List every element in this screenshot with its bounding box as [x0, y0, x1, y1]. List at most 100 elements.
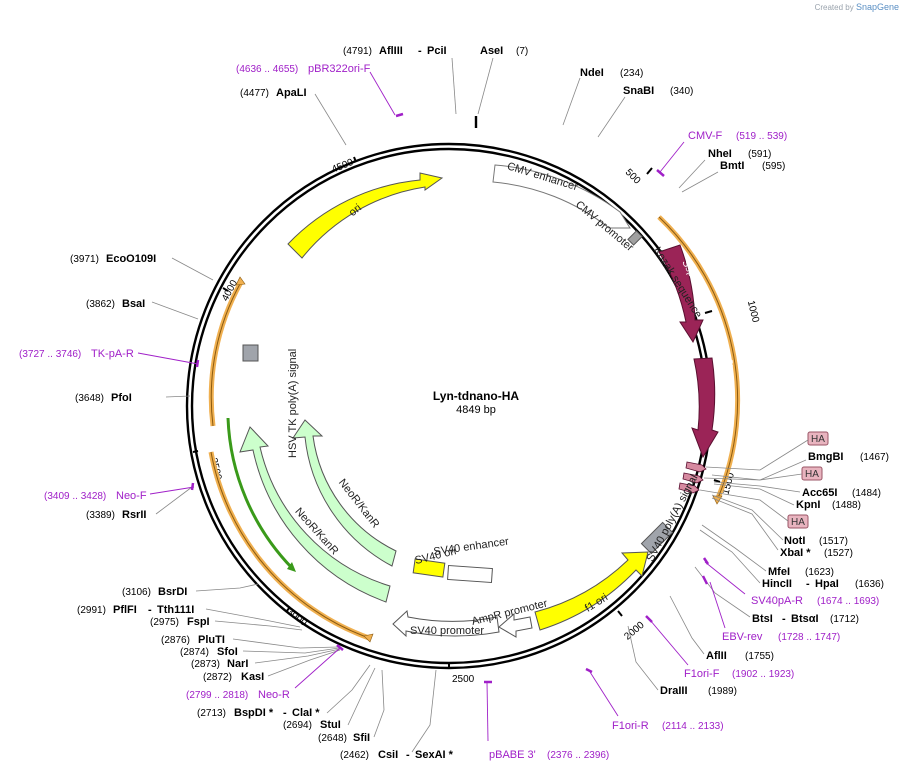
enzyme-snabi: SnaBI(340): [623, 85, 693, 97]
svg-text:HpaI: HpaI: [815, 578, 839, 590]
svg-text:BtsI: BtsI: [752, 613, 773, 625]
svg-text:(4636 .. 4655): (4636 .. 4655): [236, 64, 298, 75]
svg-text:NarI: NarI: [227, 658, 248, 670]
enzyme-acc65i: Acc65I(1484): [802, 487, 881, 499]
svg-text:(595): (595): [762, 161, 785, 172]
svg-text:BmtI: BmtI: [720, 160, 744, 172]
enzyme-pfoi: (3648)PfoI: [75, 392, 132, 404]
primer-f1ori-f: F1ori-F (1902 .. 1923): [684, 668, 794, 680]
primer-neo-r: (2799 .. 2818)Neo-R: [186, 689, 290, 701]
neo-orf-arrowhead: [363, 633, 374, 643]
enzyme-noti: NotI (1517): [784, 535, 848, 547]
svg-text:(1488): (1488): [832, 500, 861, 511]
ha-tag-label-3: HA: [787, 514, 809, 529]
enzyme-pluti: (2876)PluTI: [161, 634, 225, 646]
svg-text:2500: 2500: [452, 674, 475, 685]
enzyme-bsrdi: (3106)BsrDI: [122, 586, 187, 598]
ampr-promoter-arrow: [498, 612, 533, 638]
sspb-nano-label-2: SspB nano: [725, 359, 736, 408]
enzyme-bmti: BmtI (595): [720, 160, 785, 172]
svg-text:(1902 .. 1923): (1902 .. 1923): [732, 669, 794, 680]
svg-text:pBABE 3': pBABE 3': [489, 749, 536, 761]
enzyme-kpni: KpnI(1488): [796, 499, 861, 511]
svg-text:-: -: [406, 749, 410, 761]
svg-text:(4791): (4791): [343, 46, 372, 57]
tick-1000: 1000: [704, 299, 761, 324]
svg-text:F1ori-R: F1ori-R: [612, 720, 649, 732]
neo-green-arrowhead: [287, 562, 296, 572]
svg-text:CsiI: CsiI: [378, 749, 398, 761]
svg-text:TK-pA-R: TK-pA-R: [91, 348, 134, 360]
sv40-promoter-arrow: [392, 610, 500, 638]
svg-text:(7): (7): [516, 46, 528, 57]
primer-pbabe3: pBABE 3'(2376 .. 2396): [489, 749, 609, 761]
svg-text:ApaLI: ApaLI: [276, 87, 307, 99]
svg-text:BspDI *: BspDI *: [234, 707, 274, 719]
primer-tk-pa-r: (3727 .. 3746)TK-pA-R: [19, 348, 134, 360]
backbone-outer: [185, 142, 713, 670]
svg-text:BmgBI: BmgBI: [808, 451, 843, 463]
svg-text:PflFI: PflFI: [113, 604, 137, 616]
ori-arrow: [287, 172, 444, 259]
svg-text:(1467): (1467): [860, 452, 889, 463]
svg-text:(2462): (2462): [340, 750, 369, 761]
svg-text:(1712): (1712): [830, 614, 859, 625]
svg-text:PciI: PciI: [427, 45, 447, 57]
svg-text:(2876): (2876): [161, 635, 190, 646]
primer-pbr322ori-f: (4636 .. 4655)pBR322ori-F: [236, 63, 371, 75]
svg-text:SV40pA-R: SV40pA-R: [751, 595, 803, 607]
enzyme-bsai: (3862)BsaI: [86, 298, 145, 310]
svg-text:FspI: FspI: [187, 616, 210, 628]
svg-text:BsrDI: BsrDI: [158, 586, 187, 598]
svg-text:PfoI: PfoI: [111, 392, 132, 404]
ha-tag-label-2: HA: [801, 466, 823, 481]
svg-text:(3389): (3389): [86, 510, 115, 521]
neor-kanr-arrow-inner: [292, 419, 397, 567]
sspb-orf-arc-core: [658, 216, 739, 499]
svg-text:(591): (591): [748, 149, 771, 160]
svg-text:SfiI: SfiI: [353, 732, 370, 744]
sv40-polya-block: [640, 521, 674, 555]
svg-text:(2114 .. 2133): (2114 .. 2133): [662, 721, 724, 732]
enzyme-aflIII-pciI: (4791) AflIII - PciI: [343, 45, 447, 57]
svg-text:StuI: StuI: [320, 719, 341, 731]
svg-text:Acc65I: Acc65I: [802, 487, 837, 499]
enzyme-eco0109i: (3971)EcoO109I: [70, 253, 156, 265]
svg-text:(2991): (2991): [77, 605, 106, 616]
neo-orf-arc-core: [210, 451, 370, 639]
enzyme-nari: (2873) NarI: [191, 658, 248, 670]
svg-text:-: -: [806, 578, 810, 590]
svg-text:(1728 .. 1747): (1728 .. 1747): [778, 632, 840, 643]
svg-text:F1ori-F: F1ori-F: [684, 668, 720, 680]
svg-text:(2648): (2648): [318, 733, 347, 744]
ori-orf-arc-core: [210, 281, 242, 427]
svg-text:(234): (234): [620, 68, 643, 79]
svg-text:SfoI: SfoI: [217, 646, 238, 658]
enzyme-pflfi-tth111i: (2991) PflFI - Tth111I: [77, 604, 194, 616]
svg-text:(3862): (3862): [86, 299, 115, 310]
svg-text:(1674 .. 1693): (1674 .. 1693): [817, 596, 879, 607]
svg-text:XbaI *: XbaI *: [780, 547, 811, 559]
svg-text:RsrII: RsrII: [122, 509, 146, 521]
svg-text:(2799 .. 2818): (2799 .. 2818): [186, 690, 248, 701]
svg-text:(1517): (1517): [819, 536, 848, 547]
ha-tag-label-1: HA: [807, 431, 829, 446]
svg-text:-: -: [148, 604, 152, 616]
hsv-tk-polya-label: HSV TK poly(A) signal: [287, 349, 299, 458]
svg-text:(4477): (4477): [240, 88, 269, 99]
svg-text:(2873): (2873): [191, 659, 220, 670]
ha-tag-leaders: [699, 439, 809, 522]
svg-text:(3409 .. 3428): (3409 .. 3428): [44, 491, 106, 502]
enzyme-aflii: AflII(1755): [706, 650, 774, 662]
svg-text:(1989): (1989): [708, 686, 737, 697]
enzyme-ndei: NdeI(234): [580, 67, 643, 79]
sv40-ori-block: [412, 558, 446, 578]
enzyme-apali: (4477) ApaLI: [240, 87, 307, 99]
plasmid-length: 4849 bp: [456, 404, 496, 416]
snapgene-credit: Created by SnapGene: [814, 2, 899, 12]
svg-text:NotI: NotI: [784, 535, 805, 547]
enzyme-sfoi: (2874)SfoI: [180, 646, 238, 658]
kozak-block: [627, 230, 643, 246]
sspb-nano-arrow-2: [691, 357, 719, 459]
